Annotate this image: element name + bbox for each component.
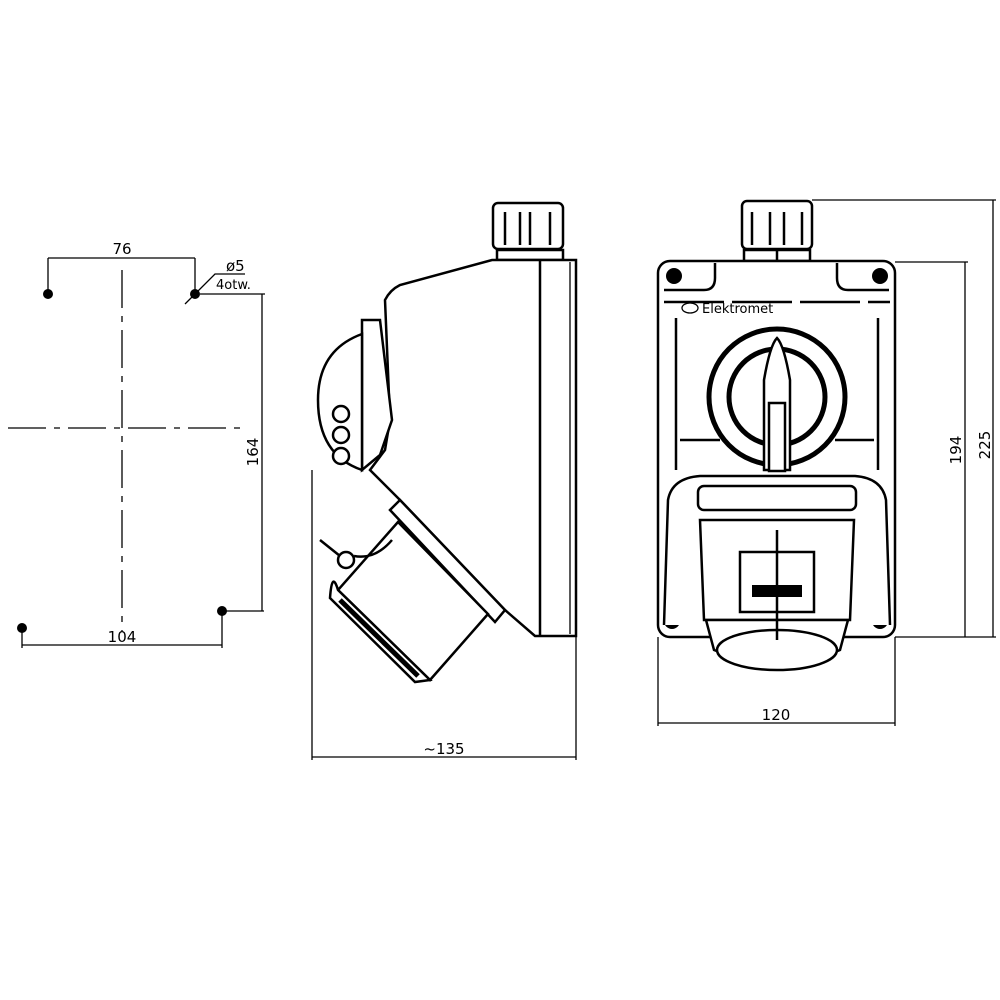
side-housing: [368, 258, 578, 638]
hole-count-label: 4otw.: [216, 278, 251, 293]
mounting-view: 76 ø5 4otw. 164 104: [8, 240, 265, 648]
dim-225-label: 225: [976, 431, 994, 460]
dimension-194: 194: [895, 261, 996, 638]
socket-side: [319, 498, 507, 684]
dimension-104: 104: [21, 615, 223, 648]
dim-194-label: 194: [947, 436, 965, 465]
lid-hinge: [336, 550, 356, 570]
brand-logo: Elektromet: [681, 302, 773, 317]
dimension-225: 225: [812, 199, 996, 637]
hole-diameter-label: ø5: [226, 257, 245, 275]
dim-104-label: 104: [108, 628, 137, 646]
dimension-76: 76: [47, 240, 196, 290]
cable-gland: [491, 201, 565, 262]
dimension-hole-callout: ø5 4otw.: [184, 257, 265, 305]
socket-front: [662, 474, 892, 672]
mounting-hole: [43, 289, 53, 299]
mounting-hole: [217, 606, 227, 616]
dim-76-label: 76: [112, 240, 131, 258]
side-view: ~135: [311, 201, 578, 760]
mounting-hole: [17, 623, 27, 633]
dim-164-label: 164: [244, 438, 262, 467]
front-view: Elektromet 120: [656, 199, 996, 726]
dim-135-label: ~135: [423, 740, 464, 758]
dim-120-label: 120: [762, 706, 791, 724]
dimension-135: ~135: [311, 470, 577, 760]
dimension-120: 120: [657, 637, 896, 726]
dimension-164: 164: [226, 294, 264, 612]
cable-gland-front: [740, 199, 814, 263]
rotary-switch: [680, 326, 874, 473]
brand-name: Elektromet: [702, 302, 773, 317]
